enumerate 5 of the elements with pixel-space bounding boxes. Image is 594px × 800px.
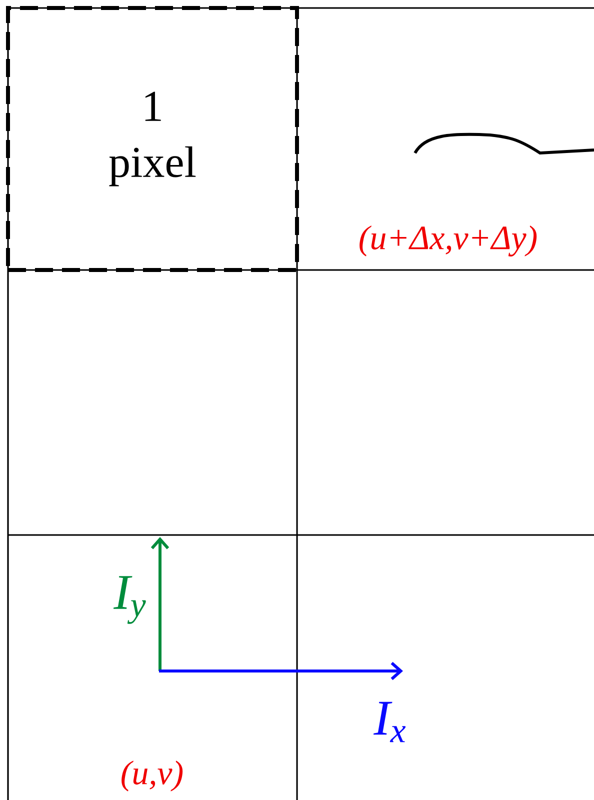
coordinate-label: (u+Δx,v+Δy) bbox=[360, 226, 537, 256]
gradient-label: I$_{x}$ bbox=[373, 702, 406, 742]
pixel-box: 1 pixel bbox=[6, 6, 299, 272]
gradient-label: I$_{y}$ bbox=[113, 576, 146, 624]
coordinate-label: (u,v) bbox=[122, 760, 183, 792]
